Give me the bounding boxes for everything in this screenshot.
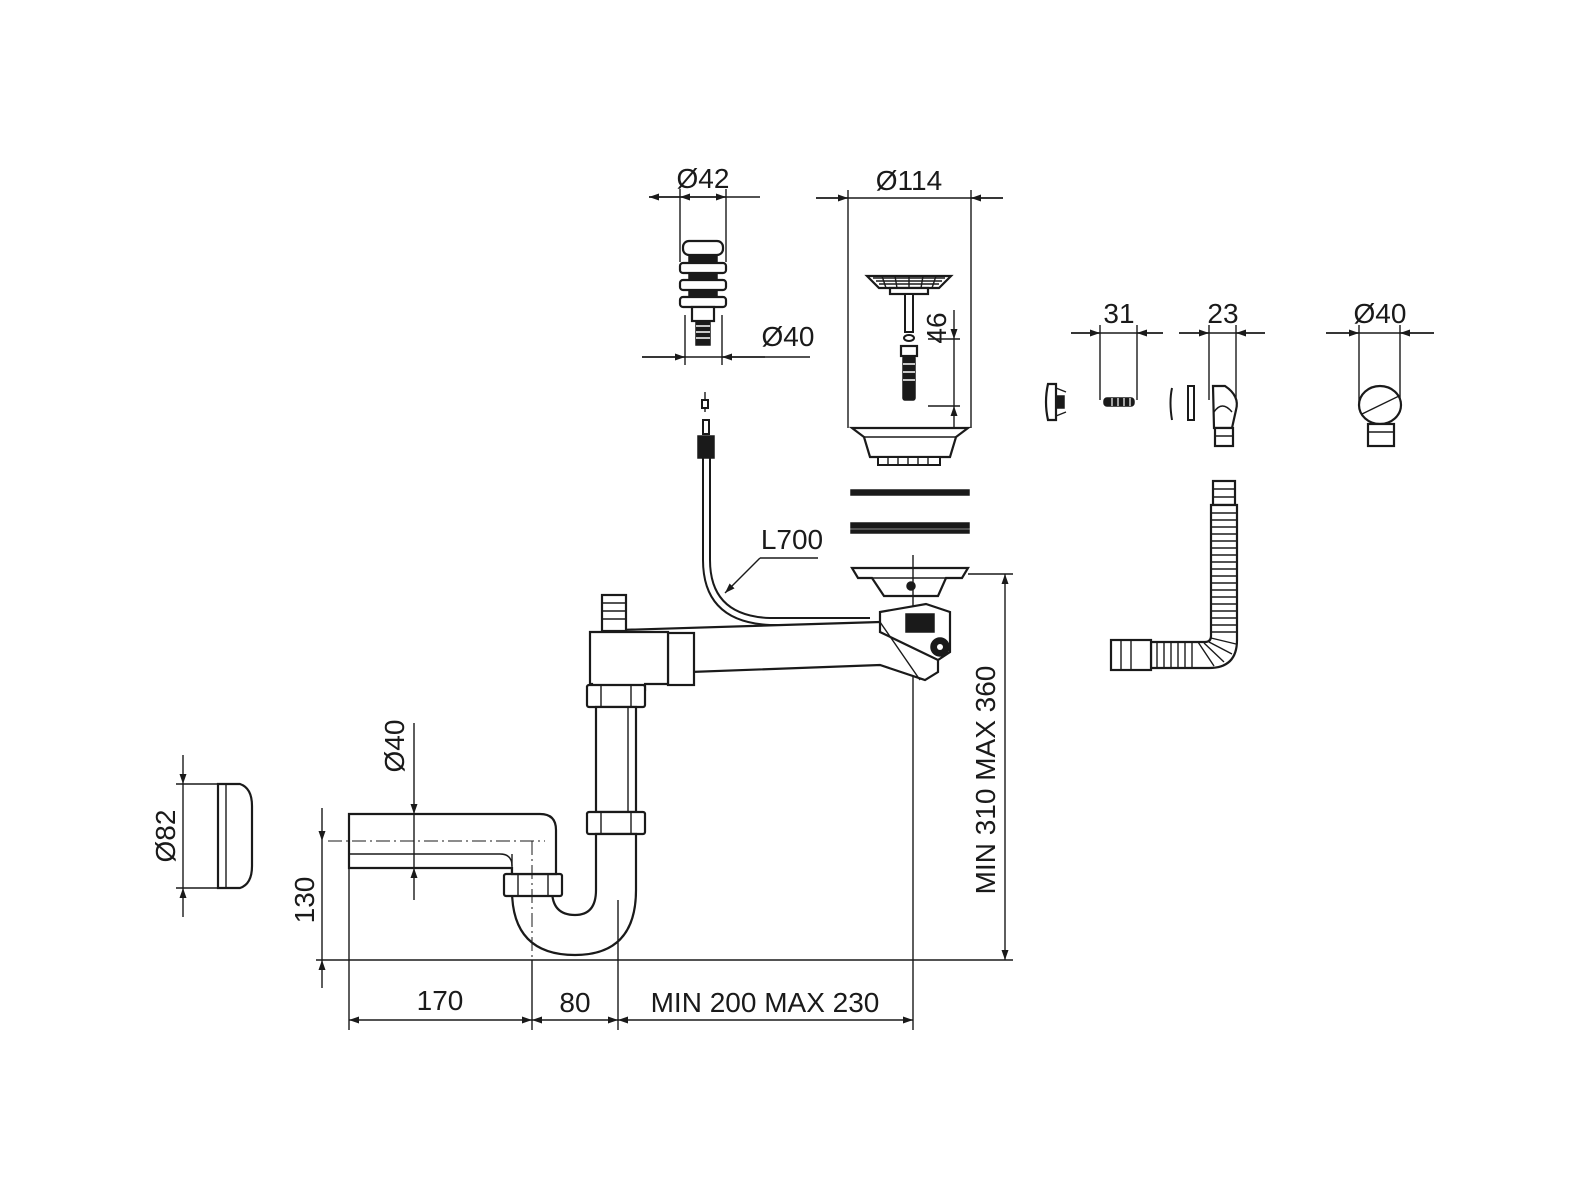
strainer-basket: Ø114 46	[816, 165, 1003, 534]
dim-outlet-height: 130	[289, 877, 320, 924]
siphon-assembly	[328, 555, 970, 1000]
dim-overflow-outlet: Ø40	[1354, 298, 1407, 329]
dim-stopper-top: Ø42	[677, 163, 730, 194]
dim-offset-80: 80	[559, 987, 590, 1018]
dim-strainer-height: 46	[921, 312, 952, 343]
flexible-hose	[1109, 479, 1239, 672]
end-cap: Ø82	[150, 755, 254, 917]
dim-overflow-body: 23	[1207, 298, 1238, 329]
overflow-parts: 31 23 Ø40	[1044, 298, 1434, 448]
vertical-dimension: MIN 310 MAX 360	[968, 573, 1013, 960]
horizontal-dimensions: 170 80 MIN 200 MAX 230	[348, 868, 914, 1030]
dim-stopper-bottom: Ø40	[762, 321, 815, 352]
dim-horizontal-range: MIN 200 MAX 230	[651, 987, 880, 1018]
outlet-dimensions: Ø40 130	[289, 720, 1013, 988]
dim-vertical-range: MIN 310 MAX 360	[970, 666, 1001, 895]
dim-outlet-diameter: Ø40	[379, 720, 410, 773]
popup-stopper: Ø42 Ø40	[642, 163, 814, 365]
popup-cable: L700	[697, 392, 870, 626]
dim-offset-170: 170	[417, 985, 464, 1016]
dim-cap-diameter: Ø82	[150, 810, 181, 863]
dim-overflow-screw: 31	[1103, 298, 1134, 329]
dim-cable-length: L700	[761, 524, 823, 555]
dim-strainer-diameter: Ø114	[876, 165, 942, 196]
